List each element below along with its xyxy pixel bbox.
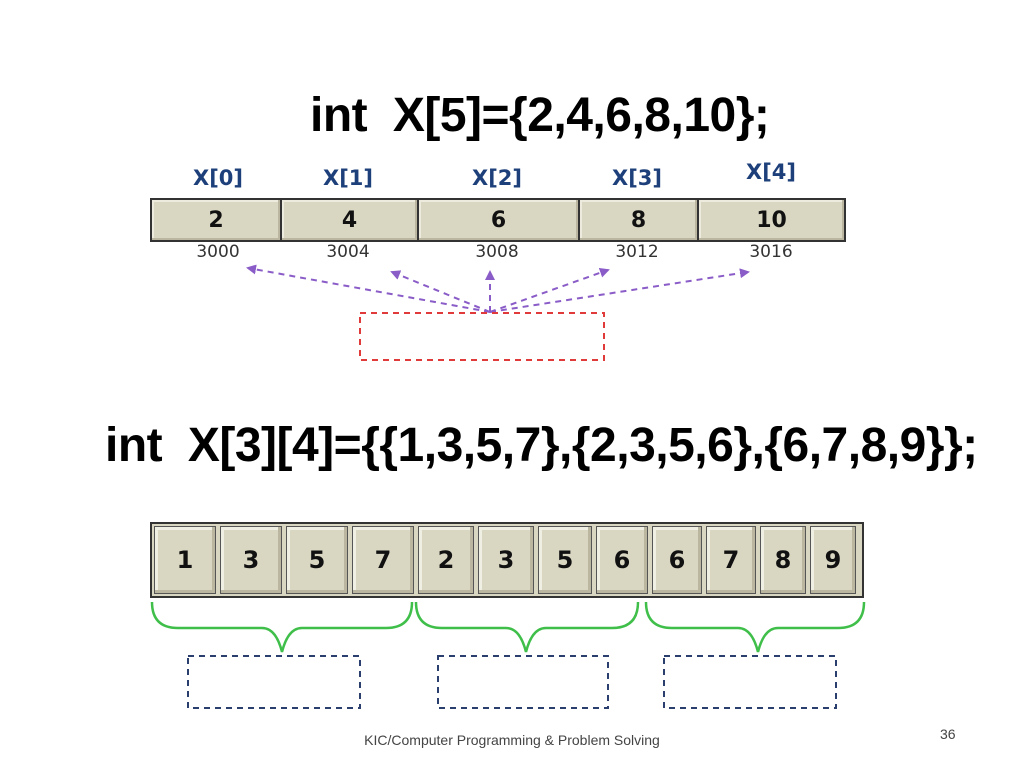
index-label: X[1] xyxy=(323,166,373,190)
pointer-arrow xyxy=(246,264,491,313)
address-label: 3008 xyxy=(475,242,519,262)
pointer-arrow xyxy=(489,268,750,313)
array-cell: 6 xyxy=(419,200,580,240)
array-cell: 5 xyxy=(538,526,592,594)
array-cell: 6 xyxy=(652,526,702,594)
row-box xyxy=(663,655,837,709)
index-label: X[3] xyxy=(612,166,662,190)
array-cell: 6 xyxy=(596,526,648,594)
array-cell: 5 xyxy=(286,526,348,594)
index-label: X[0] xyxy=(193,166,243,190)
footer-text: KIC/Computer Programming & Problem Solvi… xyxy=(364,732,660,748)
code-2d-declaration: int X[3][4]={{1,3,5,7},{2,3,5,6},{6,7,8,… xyxy=(105,419,978,472)
array-cell: 9 xyxy=(810,526,856,594)
array-cell: 10 xyxy=(699,200,844,240)
address-label: 3016 xyxy=(749,242,793,262)
array-cell: 1 xyxy=(154,526,216,594)
row-box xyxy=(437,655,609,709)
array-cell: 7 xyxy=(352,526,414,594)
array-cell: 8 xyxy=(580,200,699,240)
group-brace xyxy=(414,601,640,653)
slide-number: 36 xyxy=(940,726,956,742)
code-1d-declaration: int X[5]={2,4,6,8,10}; xyxy=(310,89,770,142)
group-brace xyxy=(644,601,866,653)
array-cell: 3 xyxy=(220,526,282,594)
array-cell: 4 xyxy=(282,200,419,240)
group-brace xyxy=(150,601,414,653)
pointer-arrow xyxy=(489,267,610,313)
pointer-box xyxy=(359,312,605,361)
array-cell: 8 xyxy=(760,526,806,594)
address-label: 3004 xyxy=(326,242,370,262)
pointer-arrow xyxy=(390,270,491,313)
array-cell: 3 xyxy=(478,526,534,594)
array-cell: 2 xyxy=(418,526,474,594)
address-label: 3000 xyxy=(196,242,240,262)
array-cell: 2 xyxy=(152,200,282,240)
row-box xyxy=(187,655,361,709)
array-1d: 2 4 6 8 10 xyxy=(150,198,846,242)
index-label: X[4] xyxy=(746,160,796,184)
address-label: 3012 xyxy=(615,242,659,262)
array-cell: 7 xyxy=(706,526,756,594)
array-2d-memory: 1 3 5 7 2 3 5 6 6 7 8 9 xyxy=(150,522,864,598)
index-label: X[2] xyxy=(472,166,522,190)
